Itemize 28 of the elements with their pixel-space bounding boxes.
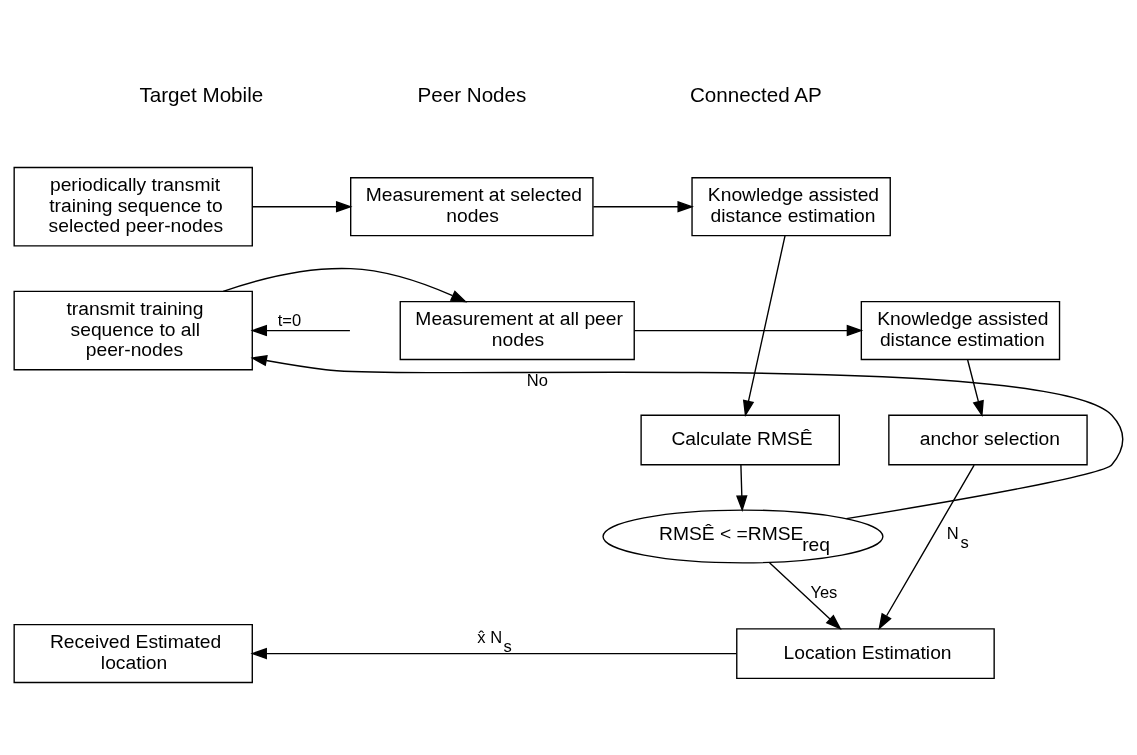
arrow [250, 354, 1124, 520]
edge-label: No [526, 370, 548, 389]
node-box: Calculate RMSÊ [640, 414, 840, 466]
node-box: Measurement at all peer nodes [399, 301, 635, 361]
arrow [222, 267, 468, 303]
arrow [633, 324, 864, 337]
arrow [742, 235, 786, 417]
edge-label: Yes [810, 582, 838, 601]
node-box: Received Estimated location [13, 624, 253, 684]
arrow [878, 464, 975, 630]
node-box: anchor selection [888, 414, 1088, 466]
label: Connected AP [689, 83, 822, 107]
node-box: Measurement at selected nodes [350, 177, 594, 237]
label: Peer Nodes [417, 83, 527, 107]
arrow [768, 561, 842, 631]
arrow [250, 647, 738, 660]
arrow [592, 200, 694, 213]
node-box: transmit training sequence to all peer-nodes [13, 290, 253, 371]
edge-label: t=0 [277, 310, 302, 329]
node-box: Knowledge assisted distance estimation [860, 301, 1061, 361]
arrow [252, 200, 353, 213]
node-box: Knowledge assisted distance estimation [691, 177, 891, 237]
node-box: Location Estimation [736, 628, 995, 680]
arrow [250, 324, 351, 337]
label: Target Mobile [139, 83, 264, 107]
arrow [736, 464, 748, 512]
arrow [966, 359, 984, 418]
node-box: periodically transmit training sequence to selected peer-nodes [13, 166, 253, 247]
